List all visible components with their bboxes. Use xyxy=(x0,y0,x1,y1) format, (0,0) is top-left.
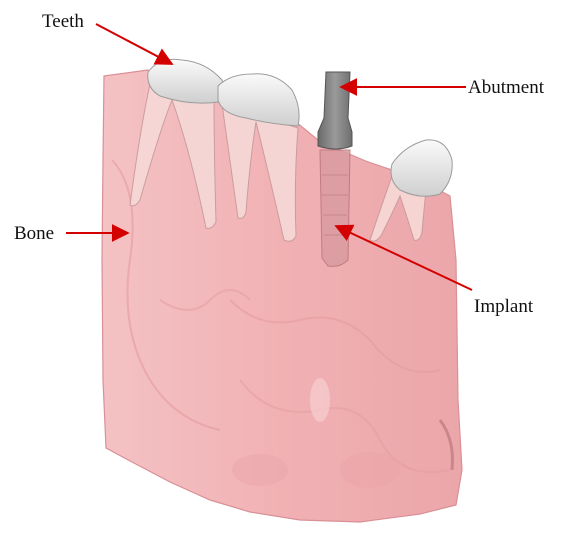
bone-label: Bone xyxy=(14,224,54,243)
teeth-label: Teeth xyxy=(42,12,84,31)
implant-body xyxy=(320,150,350,266)
implant-group xyxy=(318,72,352,266)
abutment xyxy=(318,72,352,149)
implant-label: Implant xyxy=(474,297,533,316)
teeth-arrow xyxy=(96,24,172,64)
abutment-label: Abutment xyxy=(468,78,544,97)
tooth-crown xyxy=(391,140,452,196)
